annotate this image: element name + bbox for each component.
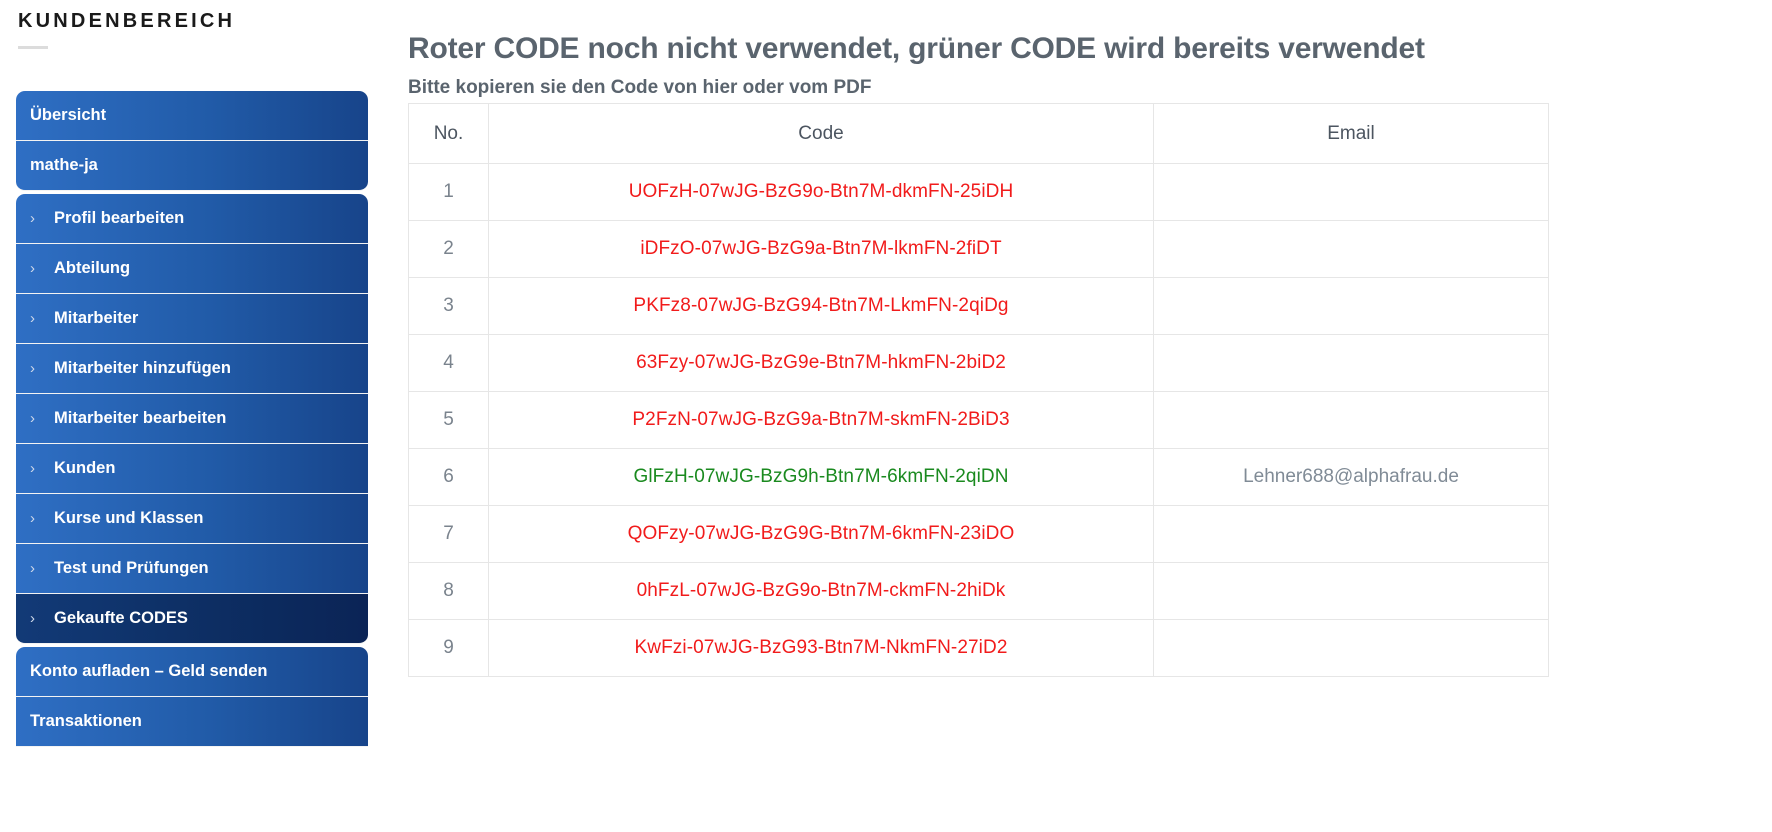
sidebar-item-uebersicht[interactable]: Übersicht bbox=[16, 91, 368, 141]
row-number: 9 bbox=[408, 619, 489, 677]
brand-title: KUNDENBEREICH bbox=[18, 10, 236, 32]
sidebar-item-label: Übersicht bbox=[30, 106, 107, 124]
email-value bbox=[1153, 334, 1549, 392]
sidebar-item-label: Profil bearbeiten bbox=[54, 209, 185, 227]
email-value bbox=[1153, 163, 1549, 221]
row-number: 1 bbox=[408, 163, 489, 221]
sidebar-item-konto-aufladen-geld-senden[interactable]: Konto aufladen – Geld senden bbox=[16, 647, 368, 697]
chevron-right-icon: › bbox=[30, 460, 35, 477]
column-header-no: No. bbox=[408, 103, 489, 164]
row-number: 4 bbox=[408, 334, 489, 392]
sidebar-item-label: Gekaufte CODES bbox=[54, 609, 188, 627]
brand-underline bbox=[18, 46, 48, 49]
code-value[interactable]: PKFz8-07wJG-BzG94-Btn7M-LkmFN-2qiDg bbox=[488, 277, 1154, 335]
row-number: 8 bbox=[408, 562, 489, 620]
sidebar-item-profil-bearbeiten[interactable]: › Profil bearbeiten bbox=[16, 194, 368, 244]
sidebar-item-label: Transaktionen bbox=[30, 712, 142, 730]
column-header-code: Code bbox=[488, 103, 1154, 164]
table-header-row: No. Code Email bbox=[408, 103, 1549, 164]
sidebar-item-gekaufte-codes[interactable]: › Gekaufte CODES bbox=[16, 594, 368, 644]
sidebar-item-test-und-pruefungen[interactable]: › Test und Prüfungen bbox=[16, 544, 368, 594]
row-number: 3 bbox=[408, 277, 489, 335]
code-value[interactable]: 63Fzy-07wJG-BzG9e-Btn7M-hkmFN-2biD2 bbox=[488, 334, 1154, 392]
chevron-right-icon: › bbox=[30, 410, 35, 427]
sidebar-item-mitarbeiter[interactable]: › Mitarbeiter bbox=[16, 294, 368, 344]
code-value[interactable]: P2FzN-07wJG-BzG9a-Btn7M-skmFN-2BiD3 bbox=[488, 391, 1154, 449]
email-value bbox=[1153, 562, 1549, 620]
email-value bbox=[1153, 619, 1549, 677]
page-title: Roter CODE noch nicht verwendet, grüner … bbox=[408, 32, 1425, 66]
sidebar-item-mathe-ja[interactable]: mathe-ja bbox=[16, 141, 368, 191]
code-value[interactable]: KwFzi-07wJG-BzG93-Btn7M-NkmFN-27iD2 bbox=[488, 619, 1154, 677]
sidebar-item-label: Kurse und Klassen bbox=[54, 509, 204, 527]
email-value: Lehner688@alphafrau.de bbox=[1153, 448, 1549, 506]
email-value bbox=[1153, 391, 1549, 449]
sidebar-item-label: Konto aufladen – Geld senden bbox=[30, 662, 268, 680]
page-subtitle: Bitte kopieren sie den Code von hier ode… bbox=[408, 76, 872, 98]
chevron-right-icon: › bbox=[30, 610, 35, 627]
main-content: Roter CODE noch nicht verwendet, grüner … bbox=[408, 0, 1772, 832]
code-value[interactable]: UOFzH-07wJG-BzG9o-Btn7M-dkmFN-25iDH bbox=[488, 163, 1154, 221]
row-number: 7 bbox=[408, 505, 489, 563]
code-value[interactable]: QOFzy-07wJG-BzG9G-Btn7M-6kmFN-23iDO bbox=[488, 505, 1154, 563]
code-value[interactable]: iDFzO-07wJG-BzG9a-Btn7M-lkmFN-2fiDT bbox=[488, 220, 1154, 278]
chevron-right-icon: › bbox=[30, 260, 35, 277]
sidebar-item-mitarbeiter-hinzufuegen[interactable]: › Mitarbeiter hinzufügen bbox=[16, 344, 368, 394]
sidebar-item-mitarbeiter-bearbeiten[interactable]: › Mitarbeiter bearbeiten bbox=[16, 394, 368, 444]
sidebar-item-abteilung[interactable]: › Abteilung bbox=[16, 244, 368, 294]
sidebar-item-label: Abteilung bbox=[54, 259, 131, 277]
column-header-email: Email bbox=[1153, 103, 1549, 164]
email-value bbox=[1153, 277, 1549, 335]
sidebar: KUNDENBEREICH Übersicht mathe-ja › Profil b… bbox=[0, 0, 368, 832]
sidebar-item-kurse-und-klassen[interactable]: › Kurse und Klassen bbox=[16, 494, 368, 544]
row-number: 5 bbox=[408, 391, 489, 449]
sidebar-item-label: mathe-ja bbox=[30, 156, 98, 174]
sidebar-item-label: Test und Prüfungen bbox=[54, 559, 209, 577]
email-value bbox=[1153, 220, 1549, 278]
chevron-right-icon: › bbox=[30, 310, 35, 327]
sidebar-item-kunden[interactable]: › Kunden bbox=[16, 444, 368, 494]
chevron-right-icon: › bbox=[30, 210, 35, 227]
email-value bbox=[1153, 505, 1549, 563]
code-value[interactable]: 0hFzL-07wJG-BzG9o-Btn7M-ckmFN-2hiDk bbox=[488, 562, 1154, 620]
sidebar-item-label: Mitarbeiter bbox=[54, 309, 139, 327]
chevron-right-icon: › bbox=[30, 560, 35, 577]
chevron-right-icon: › bbox=[30, 510, 35, 527]
sidebar-item-label: Mitarbeiter hinzufügen bbox=[54, 359, 231, 377]
sidebar-item-label: Mitarbeiter bearbeiten bbox=[54, 409, 227, 427]
sidebar-item-transaktionen[interactable]: Transaktionen bbox=[16, 697, 368, 747]
chevron-right-icon: › bbox=[30, 360, 35, 377]
code-value[interactable]: GlFzH-07wJG-BzG9h-Btn7M-6kmFN-2qiDN bbox=[488, 448, 1154, 506]
sidebar-nav: Übersicht mathe-ja › Profil bearbeiten › Abte… bbox=[16, 88, 368, 747]
table-head: No. Code Email bbox=[408, 103, 1549, 164]
row-number: 6 bbox=[408, 448, 489, 506]
row-number: 2 bbox=[408, 220, 489, 278]
sidebar-item-label: Kunden bbox=[54, 459, 116, 477]
